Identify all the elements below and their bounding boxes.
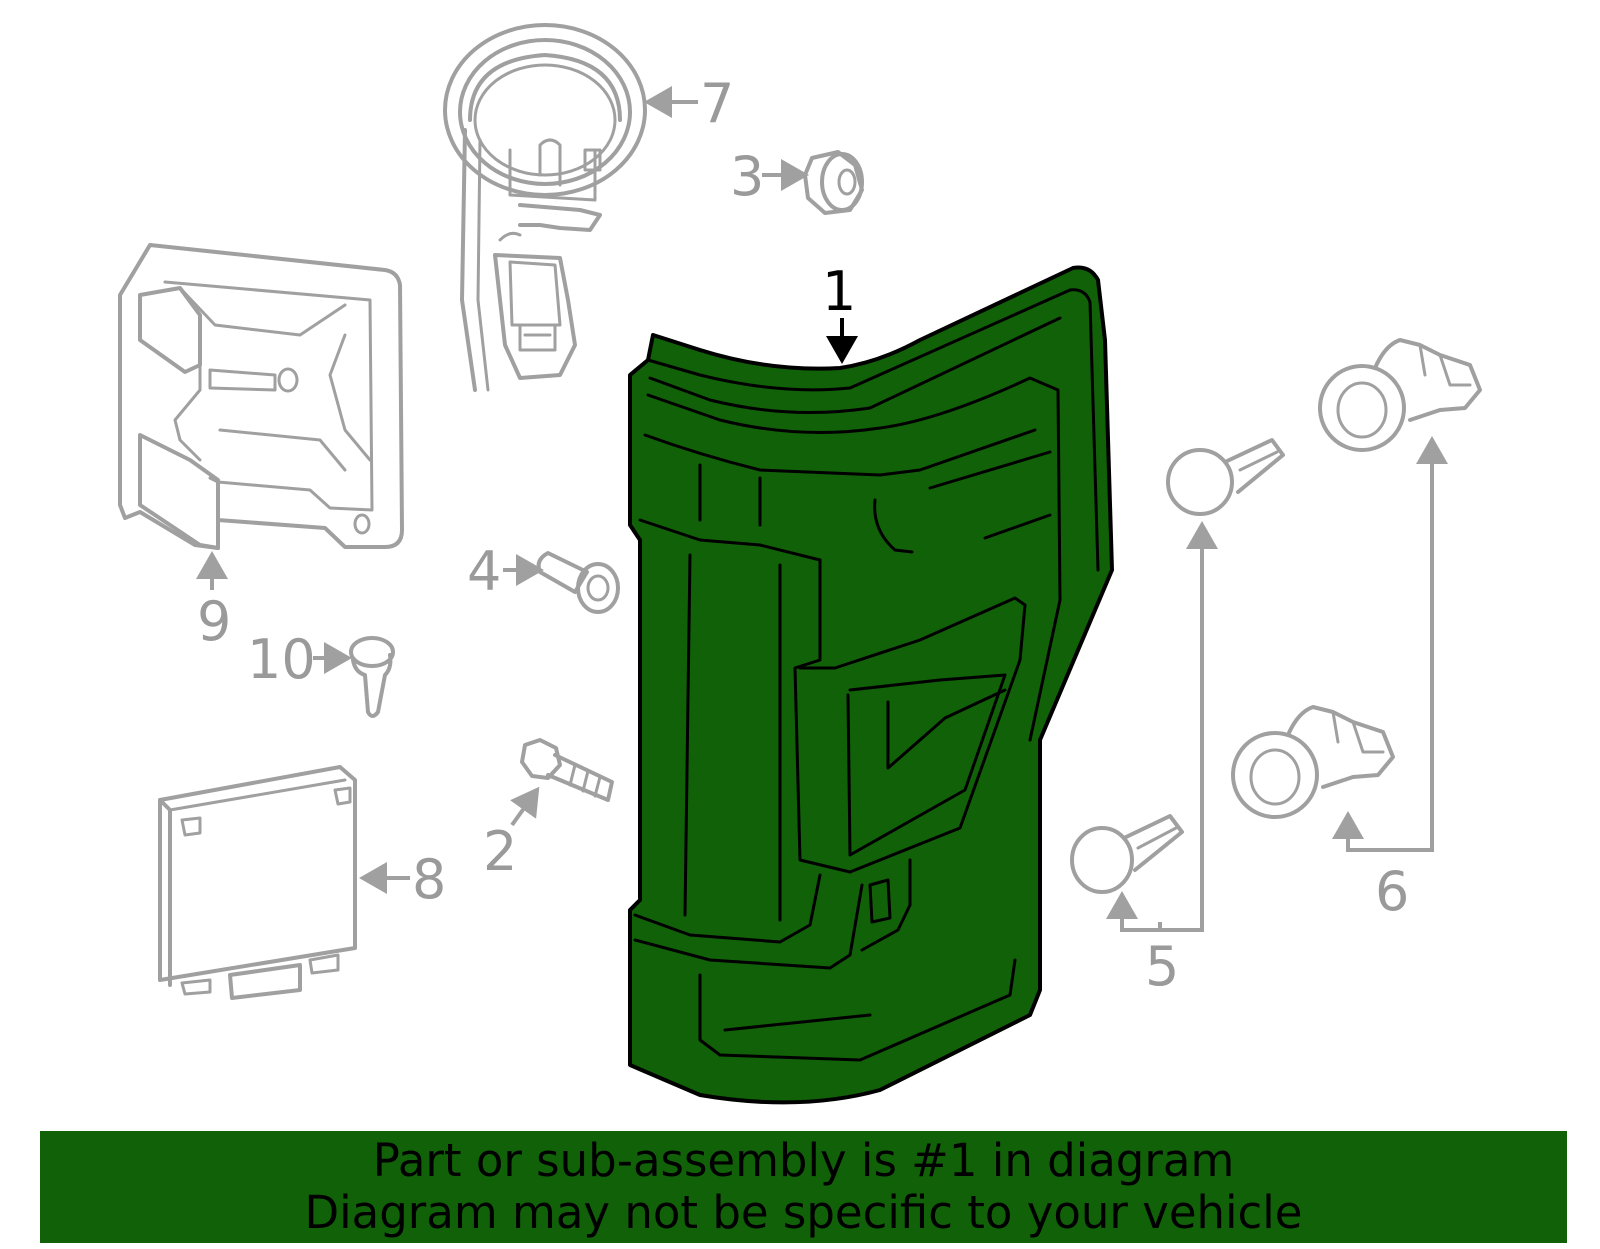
callout-5: 5 bbox=[1145, 935, 1179, 998]
banner-line-2: Diagram may not be specific to your vehi… bbox=[304, 1186, 1303, 1239]
callout-4: 4 bbox=[467, 540, 501, 603]
push-nut-part[interactable] bbox=[803, 150, 864, 215]
control-module-part[interactable] bbox=[158, 765, 357, 1000]
screw-part-10[interactable] bbox=[349, 636, 395, 718]
callout-8: 8 bbox=[412, 848, 446, 911]
callout-6: 6 bbox=[1375, 860, 1409, 923]
callout-3: 3 bbox=[730, 145, 764, 208]
twist-bulb-lower[interactable] bbox=[1231, 705, 1395, 819]
callout-9: 9 bbox=[197, 590, 231, 653]
banner-line-1: Part or sub-assembly is #1 in diagram bbox=[372, 1134, 1235, 1187]
info-banner: Part or sub-assembly is #1 in diagram Di… bbox=[40, 1131, 1567, 1243]
bolt-part-4[interactable] bbox=[536, 551, 620, 614]
wedge-bulb-upper[interactable] bbox=[1166, 438, 1285, 516]
wedge-bulb-lower[interactable] bbox=[1070, 814, 1184, 894]
callout-2: 2 bbox=[483, 820, 517, 883]
socket-harness-part[interactable] bbox=[443, 23, 647, 392]
callout-10: 10 bbox=[247, 628, 316, 691]
bolt-part-2[interactable] bbox=[520, 738, 614, 802]
twist-bulb-upper[interactable] bbox=[1318, 338, 1482, 452]
bracket-part[interactable] bbox=[118, 243, 404, 550]
callout-7: 7 bbox=[700, 72, 734, 135]
callout-leaders bbox=[196, 86, 1448, 932]
callout-1: 1 bbox=[822, 260, 856, 323]
tail-lamp-assembly[interactable] bbox=[628, 265, 1114, 1105]
